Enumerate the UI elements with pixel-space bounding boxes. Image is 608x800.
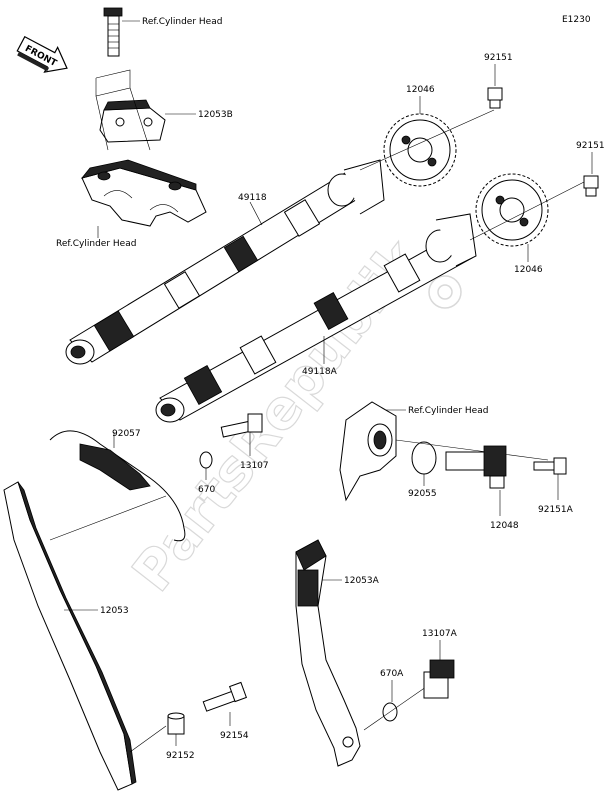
guide-bolt-92154 (202, 681, 248, 712)
label-670: 670 (198, 485, 215, 495)
cam-sprocket-12046-right (475, 173, 549, 247)
label-ref-cylinder-head-left: Ref.Cylinder Head (56, 239, 136, 249)
label-12048: 12048 (490, 521, 519, 531)
label-92057: 92057 (112, 429, 141, 439)
cam-sprocket-12046-top (383, 113, 457, 187)
label-670A: 670A (380, 669, 404, 679)
collar-92152 (167, 712, 185, 735)
chain-guide-12053A (295, 539, 361, 767)
timing-chain-92057 (49, 430, 186, 542)
label-13107: 13107 (240, 461, 269, 471)
label-92154: 92154 (220, 731, 249, 741)
sprocket-bolt-92151-right (583, 175, 599, 197)
label-49118A: 49118A (302, 367, 338, 377)
diagram-code: E1230 (562, 15, 591, 25)
guide-bolt-13107 (220, 413, 263, 438)
camshaft-49118 (65, 159, 385, 365)
gasket-92055 (411, 441, 437, 475)
camshaft-49118A (155, 213, 477, 423)
label-92151-top: 92151 (484, 53, 513, 63)
label-12046-top: 12046 (406, 85, 435, 95)
label-ref-cylinder-head-right: Ref.Cylinder Head (408, 406, 488, 416)
chain-guide-12053B (99, 99, 166, 143)
tensioner-bolt-92151A (533, 457, 567, 475)
o-ring-670 (199, 451, 213, 469)
label-12053B: 12053B (198, 110, 233, 120)
sprocket-bolt-92151-top (487, 87, 503, 109)
label-13107A: 13107A (422, 629, 458, 639)
label-92055: 92055 (408, 489, 437, 499)
label-92151A: 92151A (538, 505, 574, 515)
tensioner-housing (339, 401, 397, 502)
watermark-gear-icon (428, 275, 462, 309)
label-12053A: 12053A (344, 576, 380, 586)
label-92152: 92152 (166, 751, 195, 761)
guide-bolt-13107A (423, 659, 455, 699)
chain-tensioner-12048 (445, 445, 507, 489)
label-49118: 49118 (238, 193, 267, 203)
label-12053: 12053 (100, 606, 129, 616)
label-92151-right: 92151 (576, 141, 605, 151)
camshaft-cap (80, 159, 207, 227)
front-arrow-icon: FRONT (16, 35, 68, 73)
label-ref-cylinder-head-top: Ref.Cylinder Head (142, 17, 222, 27)
label-12046-right: 12046 (514, 265, 543, 275)
cylinder-head-bolt (103, 7, 123, 57)
chain-guide-12053 (3, 481, 137, 791)
